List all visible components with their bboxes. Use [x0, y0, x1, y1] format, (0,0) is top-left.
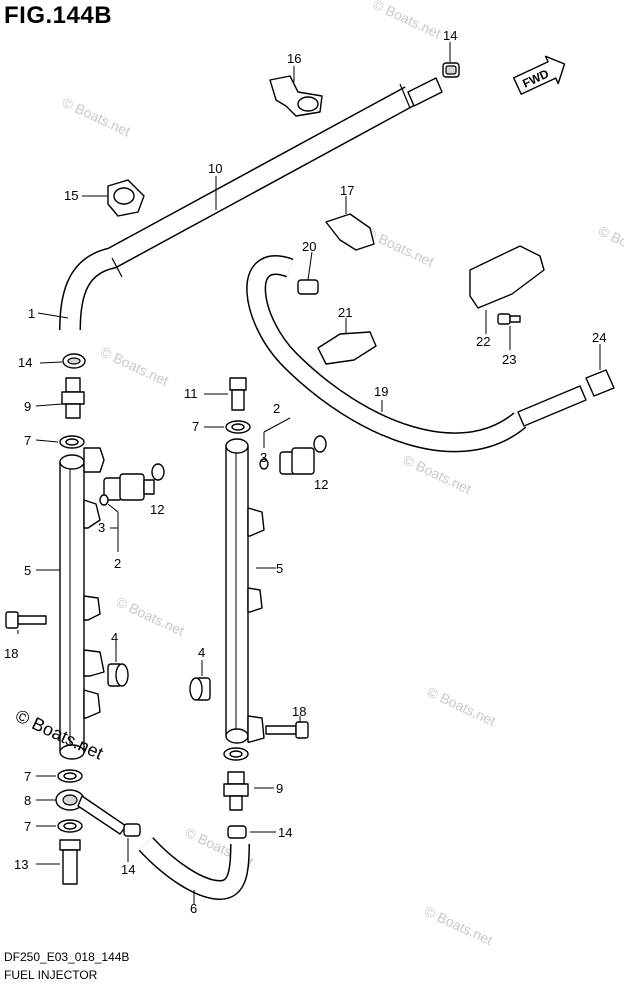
bolt-18-left	[5, 611, 47, 629]
clip-14-br	[227, 825, 247, 839]
callout-4: 4	[111, 630, 118, 645]
callout-11: 11	[184, 386, 198, 401]
watermark: © Boats.net	[422, 903, 495, 949]
watermark: © Boats.net	[98, 343, 171, 389]
clamp-16	[269, 75, 323, 117]
callout-14: 14	[278, 825, 292, 840]
callout-19: 19	[374, 384, 388, 399]
callout-13: 13	[14, 857, 28, 872]
fuel-rail-right	[225, 438, 265, 744]
bolt-18-right	[265, 721, 309, 739]
injector-left	[99, 463, 165, 506]
watermark: © Boats.net	[60, 94, 133, 140]
clamp-21	[317, 331, 377, 365]
clip-14-left	[62, 353, 86, 369]
bolt-23	[497, 313, 521, 325]
watermark: © Boats.net	[425, 683, 498, 729]
leader-lines	[17, 42, 601, 904]
callout-7: 7	[192, 419, 199, 434]
injector-right	[259, 435, 327, 475]
callout-2: 2	[114, 556, 121, 571]
callout-14: 14	[18, 355, 32, 370]
fuel-rail-left	[59, 447, 105, 760]
callout-5: 5	[276, 561, 283, 576]
watermark: © Boats.net	[363, 224, 436, 270]
callout-7: 7	[24, 819, 31, 834]
clip-20	[297, 279, 319, 295]
washer-7-b1	[57, 769, 83, 783]
fitting-9-right	[223, 771, 249, 811]
callout-6: 6	[190, 901, 197, 916]
hose-10	[59, 77, 443, 331]
fwd-arrow: FWD	[512, 55, 566, 95]
bracket-22	[469, 245, 545, 309]
callout-5: 5	[24, 563, 31, 578]
callout-18: 18	[292, 704, 306, 719]
clamp-17	[325, 213, 375, 251]
diagram-title: FUEL INJECTOR	[4, 968, 98, 982]
callout-14: 14	[121, 862, 135, 877]
callout-9: 9	[276, 781, 283, 796]
hose-24	[585, 369, 615, 397]
callout-12: 12	[314, 477, 328, 492]
callout-16: 16	[287, 51, 301, 66]
callout-15: 15	[64, 188, 78, 203]
watermark: © Boats.net	[596, 222, 624, 268]
washer-7-b2	[57, 819, 83, 833]
callout-2: 2	[273, 401, 280, 416]
diagram-code: DF250_E03_018_144B	[4, 950, 130, 964]
callout-8: 8	[24, 793, 31, 808]
bolt-11	[229, 377, 247, 411]
watermark: © Boats.net	[401, 451, 474, 497]
clip-14-bl	[123, 823, 141, 837]
callout-labels: 1 2 2 3 3 4 4 5 5 6 7 7 7 7 8 9 9 10 11 …	[4, 28, 606, 916]
callout-7: 7	[24, 433, 31, 448]
spacer-4-right	[189, 677, 211, 701]
callout-4: 4	[198, 645, 205, 660]
callout-12: 12	[150, 502, 164, 517]
callout-10: 10	[208, 161, 222, 176]
callout-3: 3	[260, 450, 267, 465]
hose-6	[138, 837, 250, 901]
callout-3: 3	[98, 520, 105, 535]
washer-7-r	[225, 420, 251, 434]
callout-23: 23	[502, 352, 516, 367]
callout-22: 22	[476, 334, 490, 349]
banjo-8	[55, 789, 127, 835]
washer-7-r2	[223, 747, 249, 761]
spacer-4-left	[107, 663, 129, 687]
clamp-15	[107, 179, 145, 217]
callout-7: 7	[24, 769, 31, 784]
callout-9: 9	[24, 399, 31, 414]
callout-20: 20	[302, 239, 316, 254]
fitting-9-left	[61, 377, 85, 419]
washer-7	[59, 435, 85, 449]
callout-14: 14	[443, 28, 457, 43]
clip-14-top	[442, 62, 460, 78]
callout-18: 18	[4, 646, 18, 661]
figure-title: FIG.144B	[4, 2, 113, 29]
callout-24: 24	[592, 330, 606, 345]
hose-19	[246, 255, 587, 453]
callout-17: 17	[340, 183, 354, 198]
callout-21: 21	[338, 305, 352, 320]
watermark: © Boats.net	[370, 0, 443, 42]
bolt-13	[59, 839, 81, 885]
callout-1: 1	[28, 306, 35, 321]
watermark: © Boats.net	[114, 594, 187, 640]
